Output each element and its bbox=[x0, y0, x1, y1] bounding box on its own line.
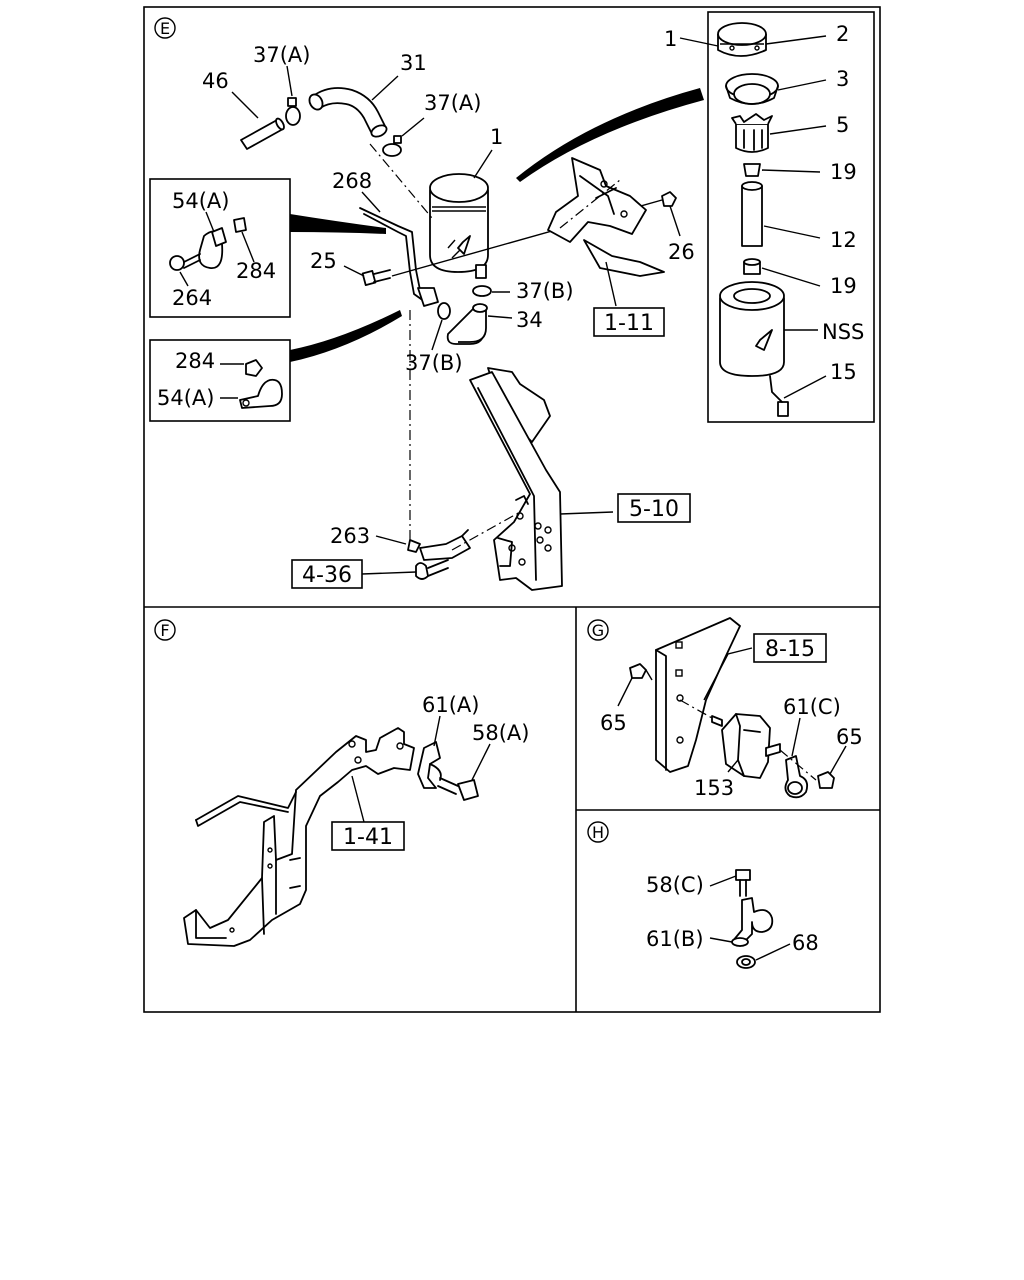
nut-68 bbox=[736, 955, 756, 969]
svg-text:8-15: 8-15 bbox=[765, 637, 815, 662]
bolt-4-36 bbox=[415, 559, 449, 580]
svg-text:4-36: 4-36 bbox=[302, 563, 352, 588]
label-268: 268 bbox=[332, 169, 372, 193]
nut-65-left bbox=[629, 663, 647, 679]
clip-263 bbox=[407, 529, 471, 561]
section-f-leaders bbox=[351, 715, 491, 823]
section-e: E bbox=[149, 11, 875, 591]
label-65-right: 65 bbox=[836, 725, 863, 749]
label-37a-mid: 37(A) bbox=[424, 91, 481, 115]
section-h: H 58(C) 61(B) 68 bbox=[587, 821, 819, 969]
section-g: G bbox=[587, 617, 863, 800]
section-f-marker: F bbox=[154, 619, 176, 641]
section-h-leaders bbox=[709, 875, 791, 961]
label-34: 34 bbox=[516, 308, 543, 332]
exploded-label-19-top: 19 bbox=[830, 160, 857, 184]
hose-34 bbox=[446, 303, 488, 345]
bracket-1-41 bbox=[183, 727, 415, 947]
clamp-37a-mid bbox=[382, 135, 402, 157]
exploded-label-2: 2 bbox=[836, 22, 849, 46]
inset2-label-284: 284 bbox=[175, 349, 215, 373]
exploded-label-nss: NSS bbox=[822, 320, 864, 344]
section-g-marker: G bbox=[587, 619, 609, 641]
inset2-label-54a: 54(A) bbox=[157, 386, 214, 410]
label-leaders bbox=[179, 35, 827, 575]
exploded-label-5: 5 bbox=[836, 113, 849, 137]
label-37a-top: 37(A) bbox=[253, 43, 310, 67]
inset1-label-264: 264 bbox=[172, 286, 212, 310]
inset1-label-54a: 54(A) bbox=[172, 189, 229, 213]
svg-text:1-11: 1-11 bbox=[604, 311, 654, 336]
label-58a: 58(A) bbox=[472, 721, 529, 745]
clip-61b bbox=[731, 897, 774, 947]
label-65-left: 65 bbox=[600, 711, 627, 735]
ref-box-1-41: 1-41 bbox=[331, 821, 405, 851]
diagram-frames bbox=[143, 6, 881, 1013]
reservoir-tank bbox=[429, 173, 489, 279]
clamp-37a-top bbox=[285, 97, 301, 126]
label-153: 153 bbox=[694, 776, 734, 800]
frame-rail-5-10 bbox=[469, 367, 563, 591]
label-68: 68 bbox=[792, 931, 819, 955]
clip-61c bbox=[784, 755, 809, 799]
exploded-label-19-bottom: 19 bbox=[830, 274, 857, 298]
label-61a: 61(A) bbox=[422, 693, 479, 717]
label-31: 31 bbox=[400, 51, 427, 75]
section-g-leaders bbox=[617, 647, 847, 781]
svg-text:E: E bbox=[160, 19, 170, 38]
oring-37b-bottom bbox=[437, 302, 451, 320]
label-46: 46 bbox=[202, 69, 229, 93]
svg-text:5-10: 5-10 bbox=[629, 497, 679, 522]
hose-46 bbox=[240, 117, 285, 150]
exploded-label-12: 12 bbox=[830, 228, 857, 252]
pipe-268 bbox=[359, 207, 439, 307]
inset-clip-2 bbox=[149, 310, 402, 422]
exploded-view bbox=[707, 11, 875, 423]
label-61b: 61(B) bbox=[646, 927, 704, 951]
explode-leader bbox=[516, 88, 704, 182]
exploded-label-15: 15 bbox=[830, 360, 857, 384]
clip-61a bbox=[417, 741, 442, 789]
ref-box-4-36: 4-36 bbox=[291, 559, 363, 589]
label-37b-bottom: 37(B) bbox=[405, 351, 463, 375]
bolt-58c bbox=[735, 869, 751, 897]
tank-hatching bbox=[447, 239, 461, 259]
mount-153 bbox=[711, 713, 781, 779]
hose-31 bbox=[308, 87, 388, 138]
exploded-label-3: 3 bbox=[836, 67, 849, 91]
oring-37b-right bbox=[472, 285, 492, 297]
label-61c: 61(C) bbox=[783, 695, 841, 719]
bracket-1-11 bbox=[547, 157, 665, 277]
exploded-label-1: 1 bbox=[664, 27, 677, 51]
ref-box-8-15: 8-15 bbox=[753, 633, 827, 663]
svg-text:G: G bbox=[592, 621, 604, 640]
section-h-marker: H bbox=[587, 821, 609, 843]
section-e-marker: E bbox=[154, 17, 176, 39]
svg-text:H: H bbox=[592, 823, 604, 842]
bolt-25 bbox=[361, 269, 391, 286]
svg-text:F: F bbox=[160, 621, 169, 640]
label-263: 263 bbox=[330, 524, 370, 548]
dashdot-leaders bbox=[369, 143, 521, 551]
inset-clip-1 bbox=[149, 178, 386, 318]
label-25: 25 bbox=[310, 249, 337, 273]
nut-26 bbox=[661, 191, 677, 207]
inset1-label-284: 284 bbox=[236, 259, 276, 283]
label-1-tank: 1 bbox=[490, 125, 503, 149]
bracket-8-15 bbox=[655, 617, 741, 773]
ref-box-5-10: 5-10 bbox=[617, 493, 691, 523]
nut-65-right bbox=[817, 771, 835, 789]
label-37b-right: 37(B) bbox=[516, 279, 574, 303]
ref-box-1-11: 1-11 bbox=[593, 307, 665, 337]
label-26: 26 bbox=[668, 240, 695, 264]
section-f: F 61(A) 58(A) bbox=[154, 619, 529, 947]
svg-text:1-41: 1-41 bbox=[343, 825, 393, 850]
bolt-58a bbox=[437, 777, 479, 801]
label-58c: 58(C) bbox=[646, 873, 704, 897]
